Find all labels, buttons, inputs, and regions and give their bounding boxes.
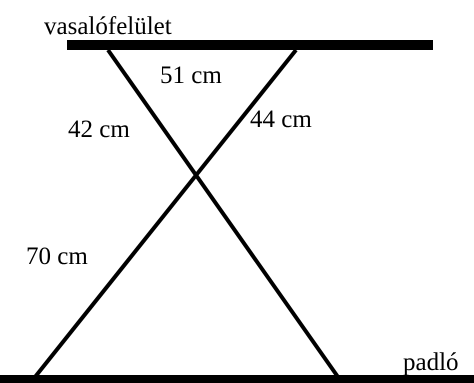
- leg-left-top-to-right-bottom: [106, 48, 340, 379]
- label-left-lower-leg: 70 cm: [26, 243, 88, 270]
- label-left-upper-leg: 42 cm: [68, 116, 130, 143]
- label-floor: padló: [403, 349, 459, 376]
- label-right-upper-leg: 44 cm: [250, 106, 312, 133]
- leg-right-top-to-left-bottom: [33, 48, 298, 379]
- label-ironing-surface: vasalófelület: [44, 13, 172, 40]
- label-top-width: 51 cm: [160, 62, 222, 89]
